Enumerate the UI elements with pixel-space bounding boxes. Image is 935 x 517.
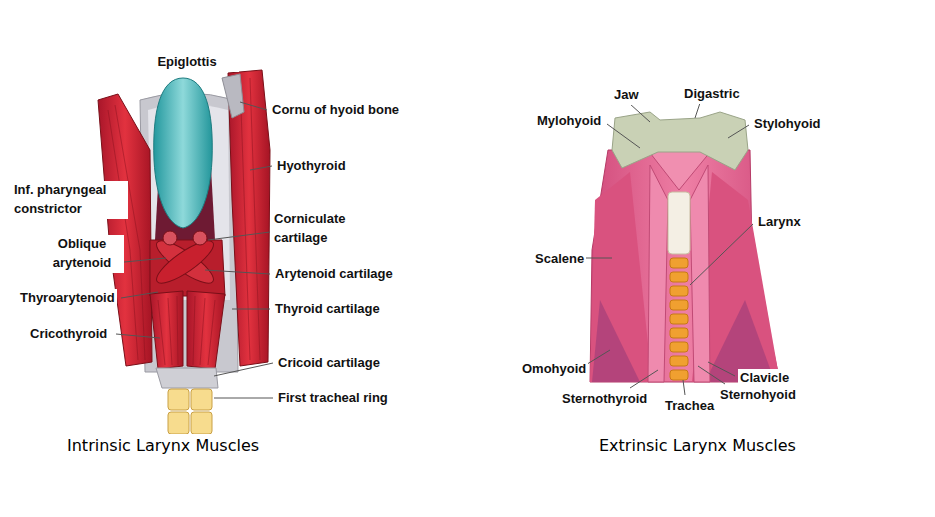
hyoid-cornu — [222, 74, 244, 118]
part-label: Scalene — [533, 250, 586, 269]
part-label: Oblique arytenoid — [40, 235, 124, 273]
scalene-muscle — [590, 172, 652, 382]
neck-muscles — [590, 150, 780, 382]
oblique-arytenoid-muscle — [151, 234, 218, 289]
cricothyroid-muscle — [187, 291, 225, 369]
trachea — [670, 258, 688, 380]
part-label: Mylohyoid — [535, 112, 603, 131]
part-label: Thyroid cartilage — [273, 300, 382, 319]
part-label: Omohyoid — [520, 360, 588, 379]
part-label: Cricothyroid — [28, 325, 109, 344]
omohyoid-muscle — [592, 300, 640, 382]
part-label: Digastric — [682, 85, 742, 104]
cricothyroid-muscle — [150, 291, 183, 369]
sternohyoid-muscle — [690, 165, 710, 382]
part-label: Arytenoid cartilage — [273, 265, 395, 284]
part-label: Trachea — [663, 397, 716, 416]
epiglottis — [154, 78, 213, 228]
larynx — [668, 192, 690, 254]
extrinsic-larynx-figure — [590, 112, 780, 382]
tracheal-rings — [168, 389, 212, 434]
sternothyroid-muscle — [648, 165, 668, 382]
part-label: Thyroarytenoid — [18, 289, 117, 308]
part-label: Sternothyroid — [560, 390, 649, 409]
part-label: Larynx — [756, 213, 803, 232]
corniculate-cartilage — [193, 231, 207, 245]
oblique-arytenoid-muscle — [151, 234, 218, 289]
muscle-fibres — [158, 296, 215, 365]
jaw-bone — [612, 112, 748, 170]
part-label: Corniculate cartilage — [272, 210, 376, 248]
cricoid-cartilage — [156, 368, 218, 388]
part-label: Cornu of hyoid bone — [270, 101, 401, 120]
corniculate-cartilage — [163, 231, 177, 245]
leader-lines — [100, 102, 753, 398]
muscle-fibres — [108, 78, 260, 360]
figure-caption: Intrinsic Larynx Muscles — [65, 434, 261, 457]
figure-caption: Extrinsic Larynx Muscles — [597, 434, 798, 457]
part-label: Hyothyroid — [275, 157, 348, 176]
part-label: Sternohyoid — [718, 386, 798, 405]
part-label: Jaw — [612, 86, 641, 105]
part-label: Epiglottis — [135, 53, 239, 72]
part-label: Cricoid cartilage — [276, 354, 382, 373]
part-label: Inf. pharyngeal constrictor — [12, 181, 128, 219]
part-label: Stylohyoid — [752, 115, 822, 134]
part-label: First tracheal ring — [276, 389, 390, 408]
